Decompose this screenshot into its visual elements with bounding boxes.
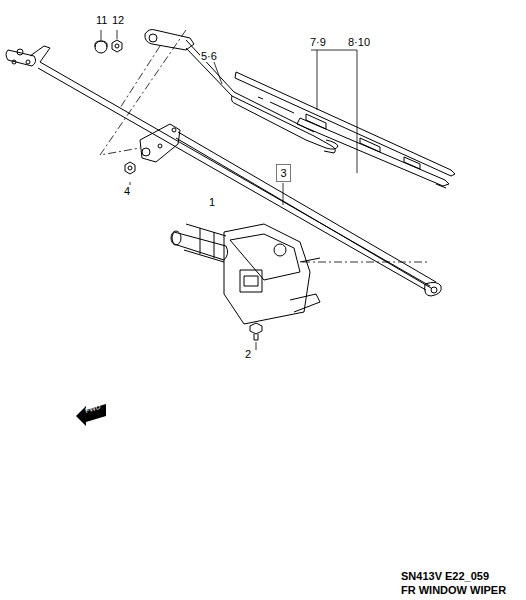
callout-number: 2	[244, 348, 252, 360]
bolt	[250, 323, 262, 340]
callout-number: 5·6	[200, 50, 218, 62]
cap	[95, 41, 107, 53]
callout-number: 8·10	[347, 36, 371, 48]
callout-number: 11	[95, 14, 108, 26]
wiper-motor	[171, 224, 320, 324]
wiper-blade	[235, 72, 455, 188]
callout-box: 3	[276, 164, 291, 182]
callout-number: 4	[123, 185, 131, 197]
callout-number: 7·9	[309, 36, 327, 48]
callout-number: 3	[277, 167, 290, 179]
diagram-title: SN413V E22_059	[400, 570, 490, 582]
nut	[125, 162, 135, 174]
callout-number: 12	[111, 14, 125, 26]
callout-number: 1	[208, 196, 216, 208]
diagram-title: FR WINDOW WIPER	[400, 584, 507, 596]
nut	[112, 40, 122, 52]
